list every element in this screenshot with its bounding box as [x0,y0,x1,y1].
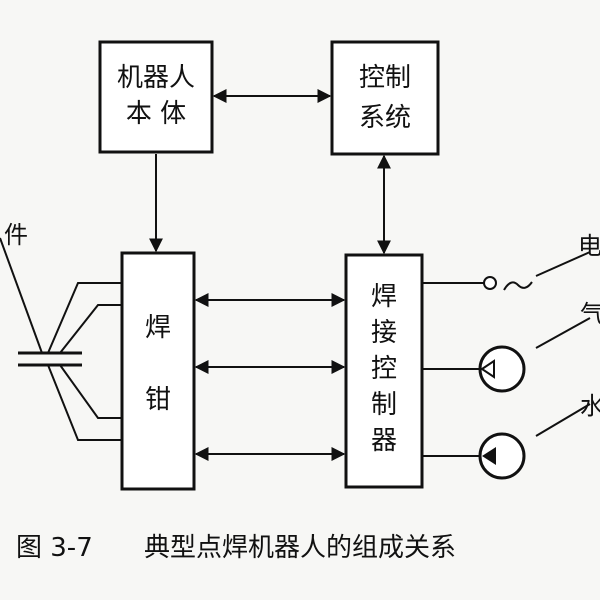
welding-controller-char3: 控 [371,354,397,384]
water-supply [422,403,591,480]
welding-gun-box: 焊 钳 [120,251,196,491]
robot-body-line2: 本 体 [126,99,186,129]
power-label: 电 [578,232,600,260]
control-system-line2: 系统 [359,103,411,133]
welding-controller-char1: 焊 [371,282,397,312]
welding-controller-char5: 器 [371,426,397,456]
workpiece-label: 件 [4,221,28,249]
gas-label: 气 [580,300,600,328]
welding-controller-char2: 接 [371,318,397,348]
figure-title: 典型点焊机器人的组成关系 [144,533,456,563]
control-system-box: 控制 系统 [330,40,440,156]
welding-gun-line1: 焊 [145,313,171,343]
gas-supply [422,317,591,393]
welding-gun-line2: 钳 [145,385,171,415]
power-terminal [422,251,591,291]
robot-body-box: 机器人 本 体 [98,40,214,154]
welding-controller-char4: 制 [371,390,397,420]
robot-body-line1: 机器人 [117,63,195,93]
gun-arms [47,282,122,441]
control-system-line1: 控制 [359,63,411,93]
workpiece-leader [0,237,43,354]
welding-controller-box: 焊 接 控 制 器 [344,253,424,489]
workpiece [0,237,82,367]
figure-number: 图 3-7 [16,533,93,563]
water-label: 水 [580,392,600,420]
